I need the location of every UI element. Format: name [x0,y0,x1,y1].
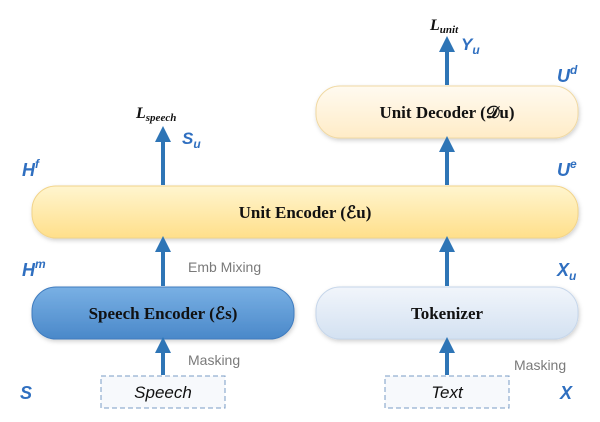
loss-speech: Lspeech [135,105,176,124]
text-input-label: Text [431,383,464,402]
var-x-u: Xu [556,260,577,283]
var-h-f: Hf [22,157,40,180]
text-input-box: Text [384,375,510,409]
var-s-u: Su [182,129,201,151]
unit-decoder-box: Unit Decoder (𝒟u) [315,85,579,139]
unit-decoder-label: Unit Decoder (𝒟u) [379,103,514,122]
unit-encoder-box: Unit Encoder (ℰu) [31,185,579,239]
tokenizer-label: Tokenizer [411,304,484,323]
var-s-input: S [20,383,32,403]
var-y-u: Yu [461,35,480,57]
masking-note-left: Masking [188,352,240,368]
loss-unit: Lunit [429,17,459,36]
unit-encoder-label: Unit Encoder (ℰu) [239,203,372,222]
var-x-input: X [559,383,573,403]
speech-encoder-label: Speech Encoder (ℰs) [89,304,238,323]
masking-note-right: Masking [514,357,566,373]
var-u-e: Ue [557,157,577,180]
tokenizer-box: Tokenizer [315,286,579,340]
speech-input-box: Speech [100,375,226,409]
speech-encoder-box: Speech Encoder (ℰs) [31,286,295,340]
emb-mixing-note: Emb Mixing [188,259,261,275]
speech-input-label: Speech [134,383,192,402]
var-h-m: Hm [22,257,46,280]
var-u-d: Ud [557,63,578,86]
